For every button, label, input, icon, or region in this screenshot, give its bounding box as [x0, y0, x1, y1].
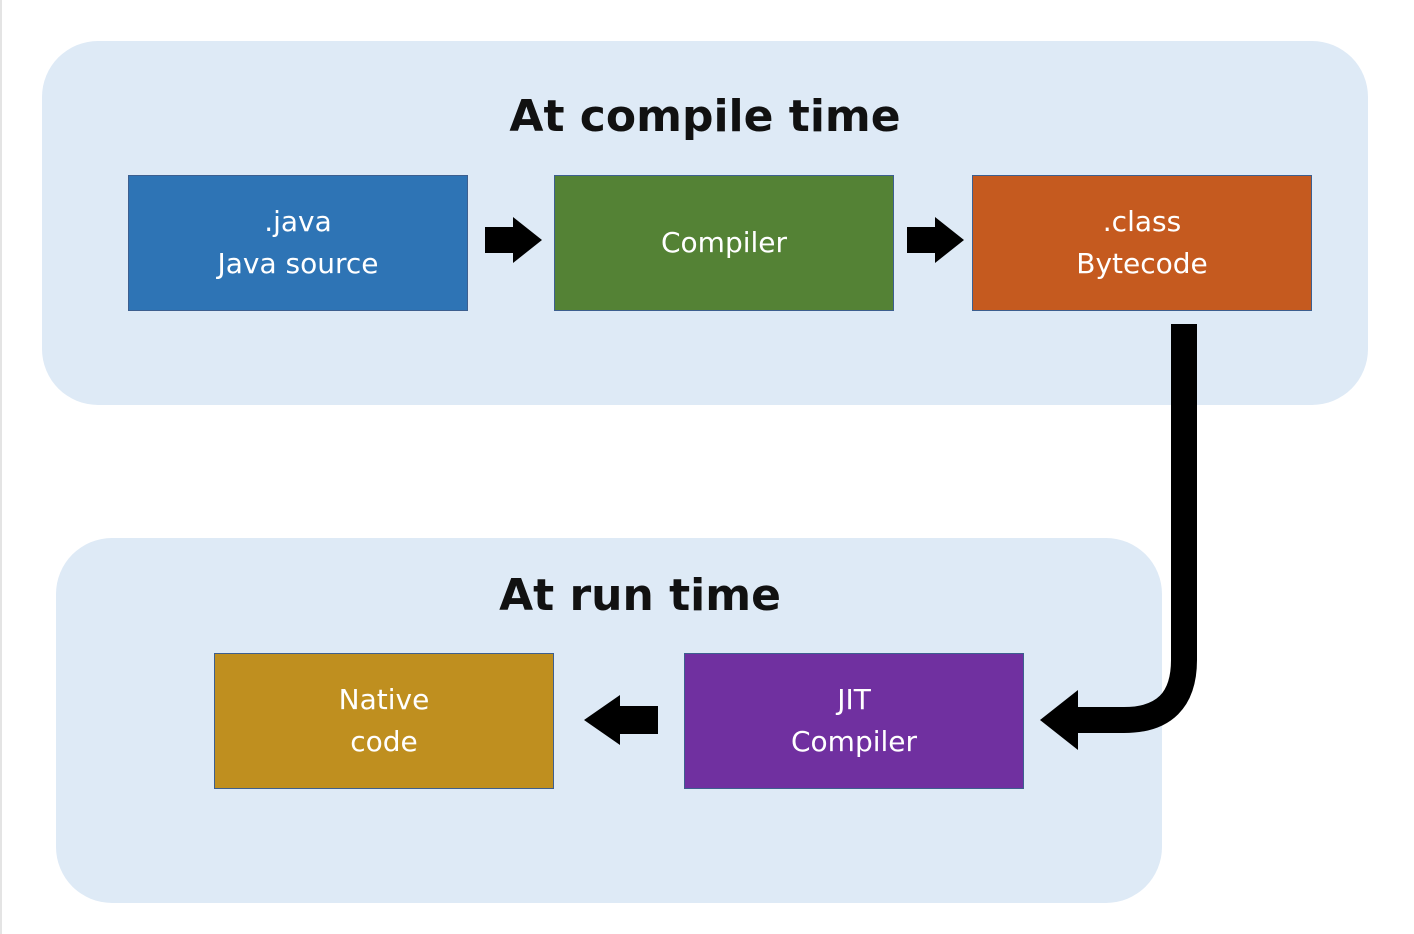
- native-label: Native: [338, 683, 430, 716]
- arrow-bytecode-to-jit-connector: [1078, 324, 1197, 733]
- jit-label: JIT: [837, 683, 871, 716]
- java-source-label: Java source: [217, 247, 379, 280]
- java-source-box: .java Java source: [128, 175, 468, 311]
- native-code-box: Native code: [214, 653, 554, 789]
- run-time-title: At run time: [499, 570, 781, 621]
- jit-compiler-label: Compiler: [790, 725, 918, 758]
- code-label: code: [350, 725, 418, 758]
- compiler-box: Compiler: [554, 175, 894, 311]
- bytecode-label: Bytecode: [1076, 247, 1208, 280]
- arrow-compiler-to-bytecode: [907, 217, 964, 263]
- jit-compiler-box: JIT Compiler: [684, 653, 1024, 789]
- java-extension-label: .java: [264, 205, 332, 238]
- arrow-jit-to-native: [584, 695, 658, 745]
- compiler-label: Compiler: [660, 226, 788, 259]
- arrow-source-to-compiler: [485, 217, 542, 263]
- compile-time-title: At compile time: [509, 91, 901, 142]
- left-border: [0, 0, 2, 934]
- bytecode-box: .class Bytecode: [972, 175, 1312, 311]
- class-extension-label: .class: [1102, 205, 1182, 238]
- arrow-bytecode-to-jit-head: [1040, 690, 1078, 750]
